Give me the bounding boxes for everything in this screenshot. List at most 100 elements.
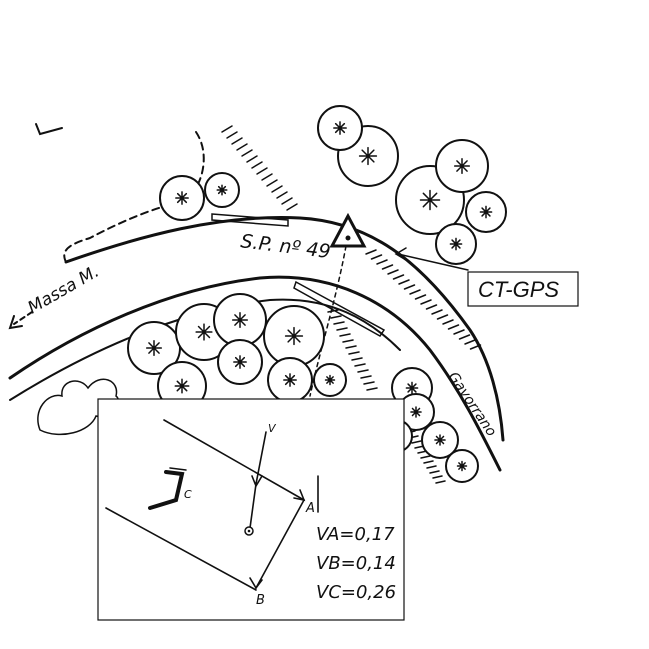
hatch-line [458,334,471,340]
hatch-line [345,345,357,349]
arrow-head-icon [394,247,407,261]
tree-star-icon [449,237,463,251]
road-edge-upper [64,216,505,442]
hatch-line [360,375,372,379]
hatch-line [351,357,363,361]
tree-star-icon [195,323,213,341]
hatch-line [354,363,366,367]
hatch-line [436,314,449,320]
hatch-line [241,149,253,157]
hatch-line [236,143,248,151]
tree-star-icon [410,406,422,418]
hatch-line [447,324,460,330]
hatch-line [357,369,369,373]
arrow-a-icon [293,489,306,502]
hatch-line [420,455,431,459]
arrow-down-icon [251,475,263,488]
hatch-line [365,249,377,255]
tree-star-icon [358,146,378,166]
point-v-dot [247,529,251,533]
hatch-line [286,203,298,211]
road-name-label: S.P. nº 49 [239,230,331,263]
hatch-line [327,309,339,313]
tree-star-icon [434,434,446,446]
inset-boundary-lower [105,507,257,591]
guard-rail-lower [293,280,386,337]
tree-star-icon [419,189,441,211]
hatch-line [469,344,482,350]
tree-star-icon [333,121,347,135]
embankment-hatching [221,125,482,484]
curb-c-inner [169,467,187,471]
hatch-line [246,155,258,163]
point-v-label: V [268,422,277,435]
arrow-b-icon [249,577,263,590]
hatch-line [420,299,432,305]
measurement-va: VA=0,17 [316,524,395,545]
guard-rail-upper [211,213,289,227]
hatch-line [414,294,427,300]
gps-label: CT-GPS [478,277,559,302]
hatch-line [392,274,405,280]
gps-point-dot [345,235,351,241]
corner-mark [35,123,63,136]
hatch-line [370,254,383,260]
gps-leader-line [397,253,469,271]
hatch-line [342,339,354,343]
hatch-line [261,173,273,181]
measurement-vb: VB=0,14 [316,553,396,574]
hatch-line [442,319,454,325]
road-edge-lower [8,275,502,472]
hatch-line [411,440,422,444]
hatch-line [426,465,437,469]
hatch-line [431,309,443,315]
hatch-line [281,197,293,205]
tree-star-icon [324,374,336,386]
dest-massa-label: Massa M. [25,262,103,319]
hatch-line [221,125,233,133]
dashed-track [63,205,167,263]
hatch-line [464,339,476,345]
gps-marker [329,212,367,248]
hatch-line [409,289,421,295]
hatch-line [256,167,268,175]
point-a-label: A [305,501,315,516]
tree-star-icon [283,373,297,387]
hatch-line [435,480,446,484]
hatch-line [423,460,434,464]
dashed-track-top [195,131,205,185]
hatch-line [348,351,360,355]
tree-star-icon [174,378,190,394]
hatch-line [453,329,465,335]
hatch-line [339,333,351,337]
arrow-massa-head [8,315,23,330]
hatch-line [366,387,378,391]
hatch-line [376,259,388,265]
inset-line-a-b [255,499,305,589]
tree-star-icon [453,157,471,175]
curb-c-icon [148,470,185,510]
tree-star-icon [284,326,304,346]
hatch-line [330,315,342,319]
tree-star-icon [216,184,228,196]
tree-star-icon [175,191,189,205]
tree-star-icon [231,311,249,329]
hatch-line [387,269,399,275]
hatch-line [231,137,243,145]
measurement-vc: VC=0,26 [316,582,396,603]
tree-star-icon [145,339,163,357]
triangle-icon [329,212,367,248]
hatch-line [336,327,348,331]
hatch-line [226,131,238,139]
point-c-label: C [184,488,192,501]
tree-star-icon [456,460,468,472]
hatch-line [266,179,278,187]
hatch-line [429,470,440,474]
bush-left [37,378,119,436]
inset-detail: V A B C VA=0,17 VB=0,14 VC=0,26 [97,398,405,621]
hatch-line [381,264,394,270]
hatch-line [432,475,443,479]
hatch-line [251,161,263,169]
tree-star-icon [405,381,419,395]
